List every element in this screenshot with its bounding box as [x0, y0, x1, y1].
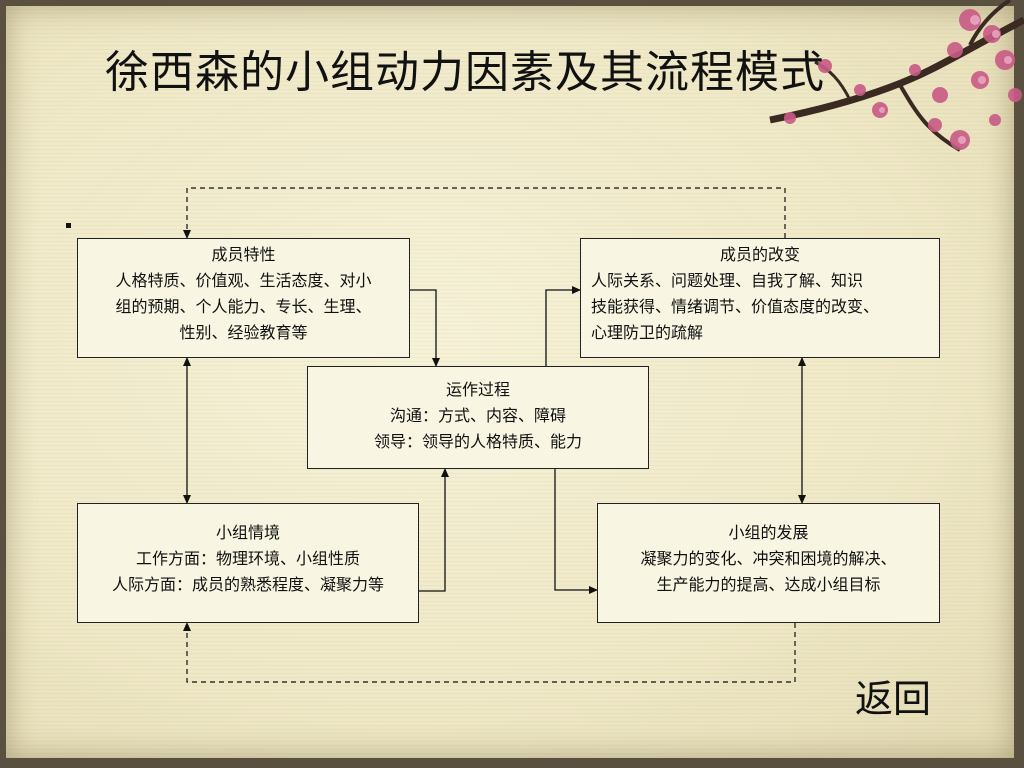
- edge-situation-to-process: [419, 468, 449, 592]
- edge-change-to-traits-feedback: [183, 187, 786, 239]
- node-heading: 小组的发展: [728, 523, 809, 542]
- node-text: 技能获得、情绪调节、价值态度的改变、: [591, 297, 880, 316]
- node-text: 凝聚力的变化、冲突和困境的解决、: [640, 549, 897, 568]
- node-heading: 成员的改变: [719, 245, 800, 264]
- node-heading: 成员特性: [211, 245, 276, 264]
- node-text: 人格特质、价值观、生活态度、对小: [115, 271, 372, 290]
- node-text: 性别、经验教育等: [179, 323, 308, 342]
- return-link[interactable]: 返回: [855, 677, 932, 721]
- plum-blossom-decoration: [730, 0, 1024, 179]
- node-text: 工作方面：物理环境、小组性质: [135, 549, 360, 568]
- node-text: 人际关系、问题处理、自我了解、知识: [591, 271, 864, 290]
- node-process: 运作过程 沟通：方式、内容、障碍 领导：领导的人格特质、能力: [307, 366, 649, 469]
- node-member-change: 成员的改变 人际关系、问题处理、自我了解、知识 技能获得、情绪调节、价值态度的改…: [580, 238, 940, 358]
- node-text: 心理防卫的疏解: [591, 323, 704, 342]
- node-text: 组的预期、个人能力、专长、生理、: [115, 297, 372, 316]
- node-heading: 运作过程: [445, 380, 510, 399]
- edge-traits-to-process: [410, 289, 440, 367]
- node-group-situation: 小组情境 工作方面：物理环境、小组性质 人际方面：成员的熟悉程度、凝聚力等: [77, 503, 419, 623]
- edge-process-to-development: [554, 469, 598, 594]
- node-text: 人际方面：成员的熟悉程度、凝聚力等: [111, 575, 384, 594]
- page-title: 徐西森的小组动力因素及其流程模式: [105, 47, 825, 98]
- node-text: 沟通：方式、内容、障碍: [389, 406, 566, 425]
- edge-process-to-change: [545, 286, 581, 366]
- bullet-marker: [66, 223, 71, 228]
- edge-development-to-situation-feedback: [183, 622, 796, 683]
- node-group-development: 小组的发展 凝聚力的变化、冲突和困境的解决、 生产能力的提高、达成小组目标: [597, 503, 940, 623]
- node-heading: 小组情境: [215, 523, 280, 542]
- node-text: 领导：领导的人格特质、能力: [373, 432, 582, 451]
- node-text: 生产能力的提高、达成小组目标: [656, 575, 881, 594]
- node-member-traits: 成员特性 人格特质、价值观、生活态度、对小 组的预期、个人能力、专长、生理、 性…: [77, 238, 410, 358]
